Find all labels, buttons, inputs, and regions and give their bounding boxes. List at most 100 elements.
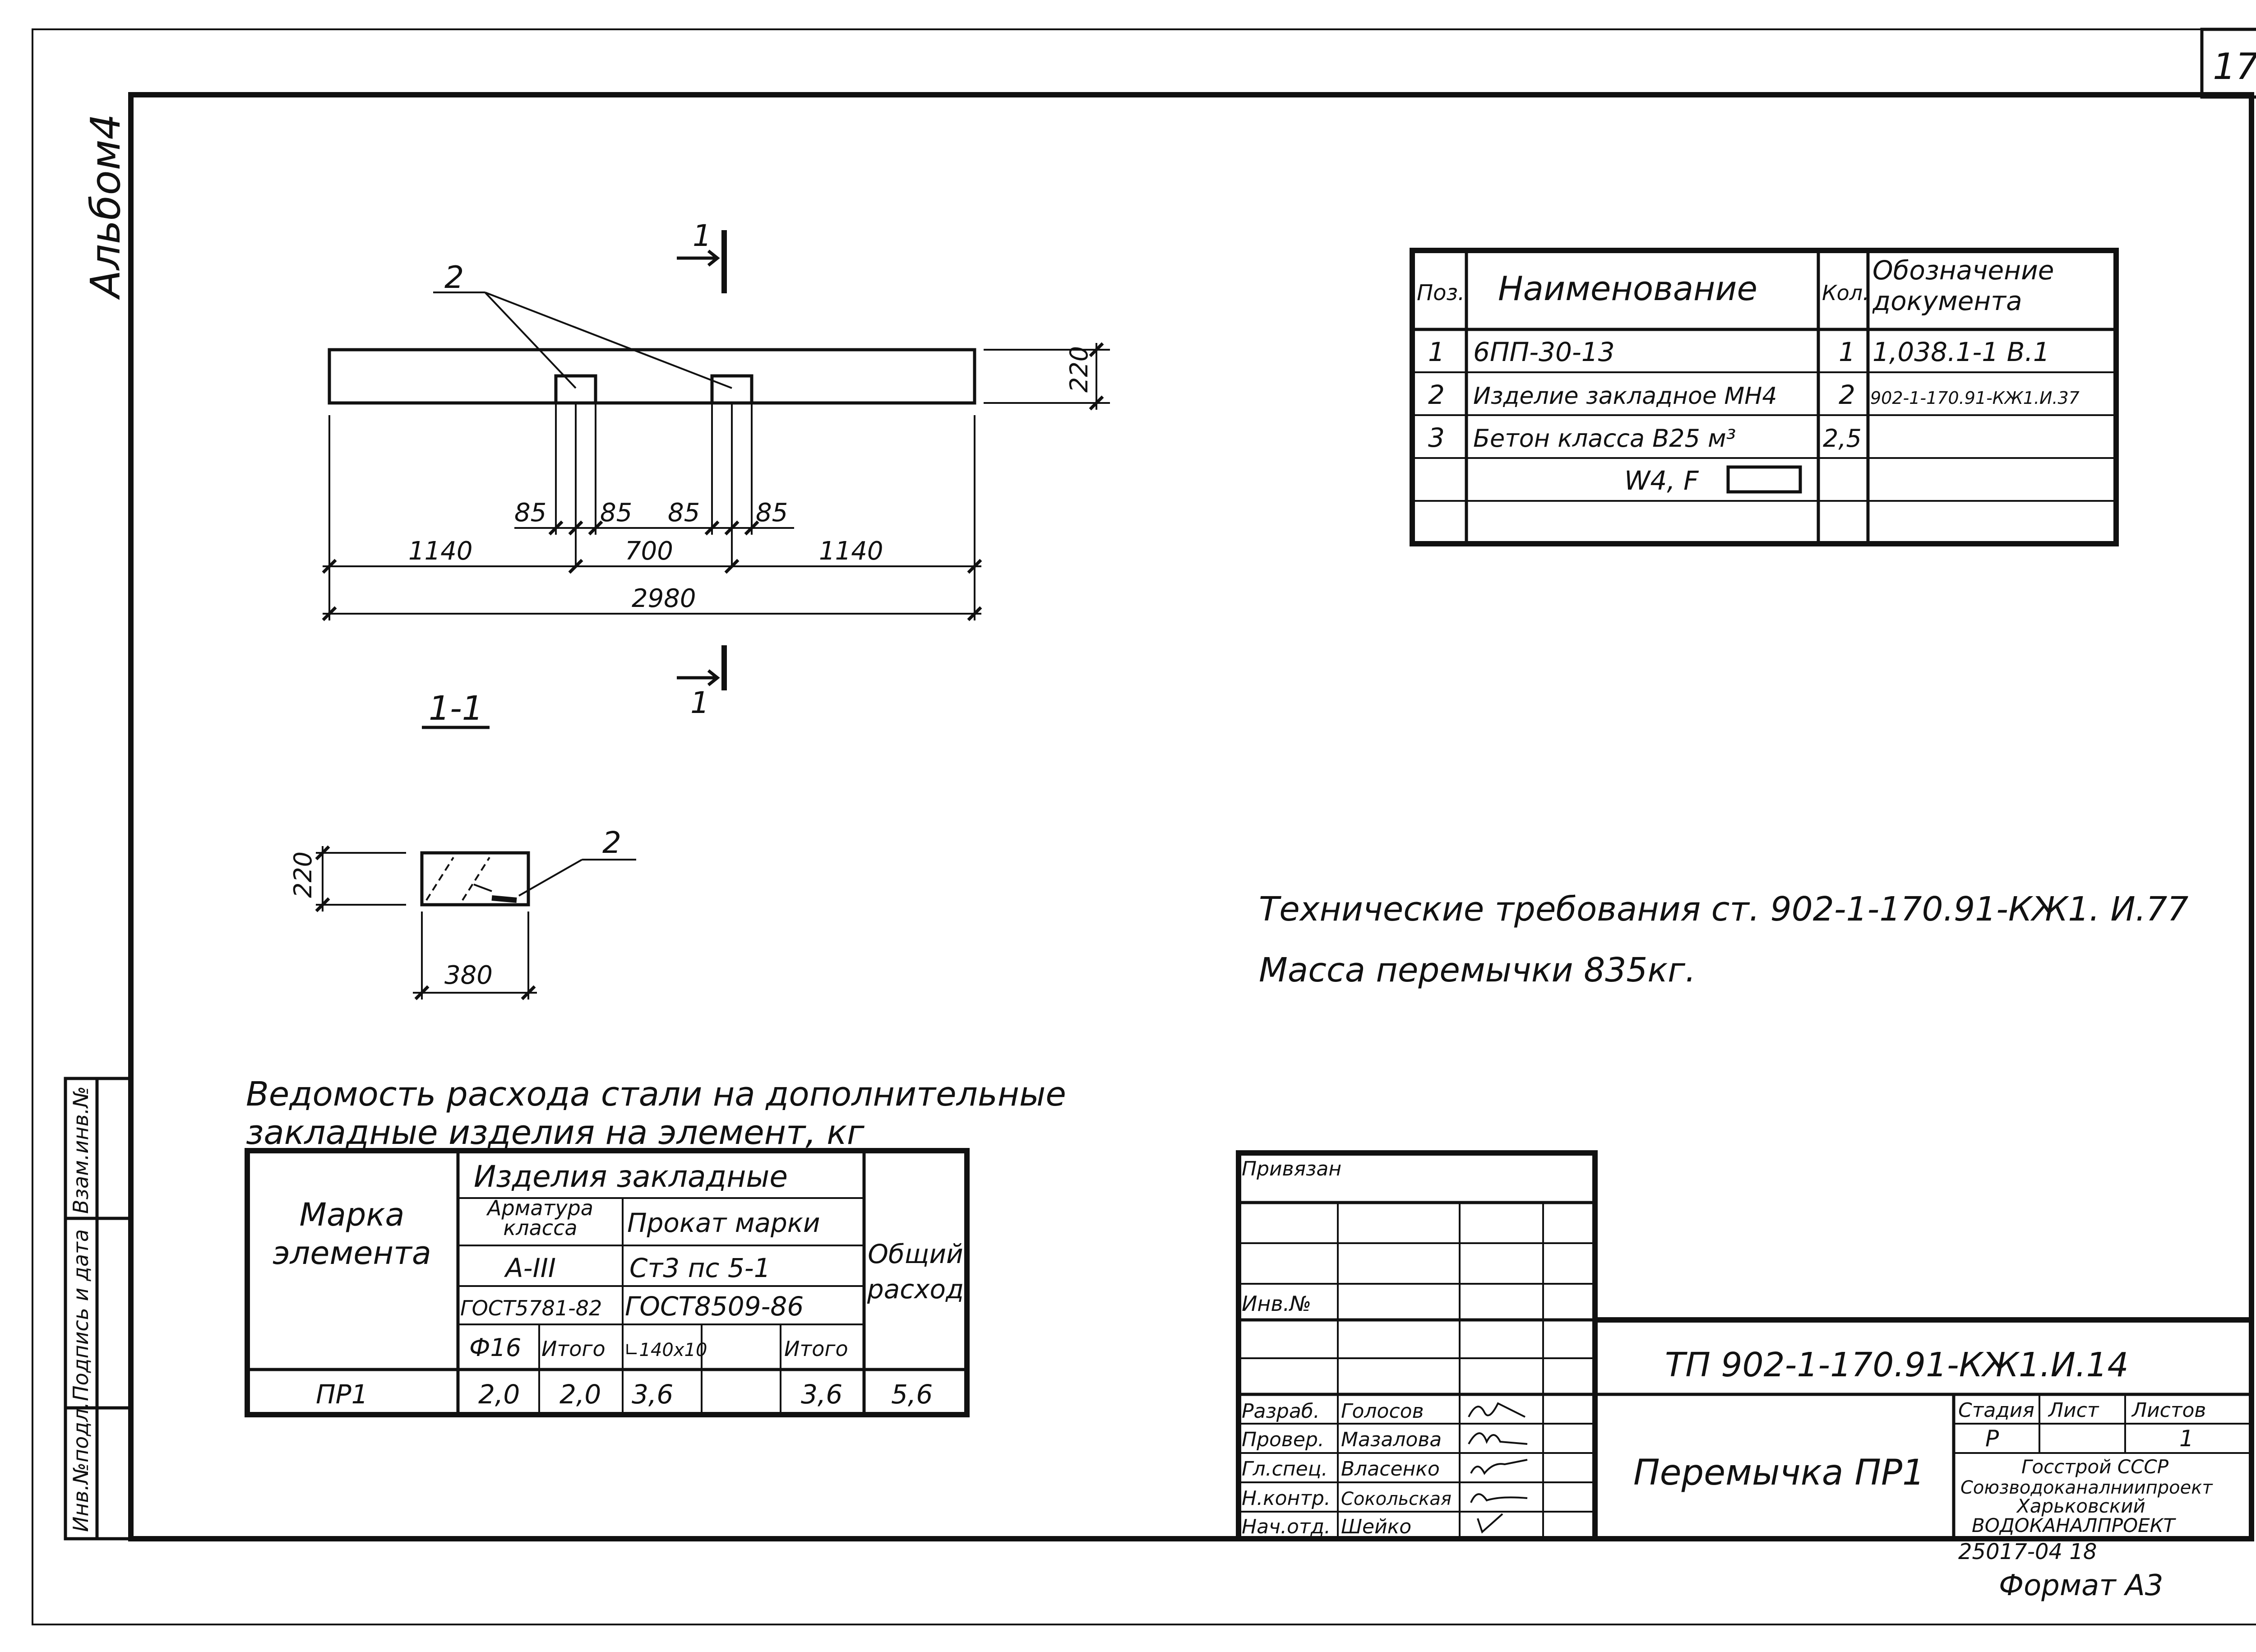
steel-header-sum1: Итого xyxy=(541,1337,606,1361)
signature-mark xyxy=(1468,1402,1526,1418)
stamp-role-1: Разраб. xyxy=(1242,1400,1320,1423)
stamp-sheets-value: 1 xyxy=(2179,1425,2194,1452)
stamp-sheets-label: Листов xyxy=(2131,1399,2206,1422)
dim-1140-right: 1140 xyxy=(819,537,883,566)
specification-table: Поз. Наименование Кол. Обозначение докум… xyxy=(1410,248,2119,546)
steel-header-rebar: Арматура класса xyxy=(487,1198,593,1240)
steel-header-total: Общий расход xyxy=(867,1239,964,1305)
steel-header-rebar-class: А-III xyxy=(504,1253,556,1283)
steel-header-rebar-gost: ГОСТ5781-82 xyxy=(460,1296,602,1320)
elevation-callout: 2 xyxy=(444,260,464,296)
steel-title-line1: Ведомость расхода стали на дополнительны… xyxy=(246,1075,1066,1114)
elevation-height-dim: 220 xyxy=(1065,346,1093,393)
stamp-org-1: Госстрой СССР xyxy=(2021,1456,2169,1478)
title-block: Привязан Инв.№ Разраб. Голосов Провер. М… xyxy=(1236,1150,2254,1541)
steel-header-rolled-gost: ГОСТ8509-86 xyxy=(625,1291,804,1322)
side-stamp-inv-orig: Инв.№подл. xyxy=(69,1402,93,1532)
page-number-box xyxy=(2200,28,2256,99)
drawing-frame xyxy=(128,92,2254,1541)
steel-header-items: Изделия закладные xyxy=(474,1159,788,1194)
steel-header-d16: Ф16 xyxy=(469,1333,521,1362)
stamp-name-2: Мазалова xyxy=(1341,1428,1442,1451)
spec-row-3-name: Бетон класса В25 м³ xyxy=(1473,424,1736,453)
stamp-role-3: Гл.спец. xyxy=(1242,1458,1328,1481)
stamp-title: Перемычка ПР1 xyxy=(1633,1453,1925,1493)
stamp-name-5: Шейко xyxy=(1341,1515,1411,1538)
stamp-org-3: Харьковский xyxy=(2016,1495,2145,1517)
stamp-inv-no-label: Инв.№ xyxy=(1242,1291,1311,1316)
spec-header-qty: Кол. xyxy=(1822,281,1869,305)
section-mark-bottom: 1 xyxy=(690,685,709,720)
notes-technical-requirements: Технические требования ст. 902-1-170.91-… xyxy=(1259,890,2188,929)
dim-2980: 2980 xyxy=(632,584,696,613)
format-label: Формат А3 xyxy=(1999,1569,2164,1602)
spec-row-2-name: Изделие закладное МН4 xyxy=(1473,383,1777,410)
page-number: 17 xyxy=(2213,46,2256,88)
dim-85-d: 85 xyxy=(756,498,788,528)
stamp-name-4: Сокольская xyxy=(1341,1489,1452,1509)
steel-row-d16: 2,0 xyxy=(478,1379,520,1410)
stamp-role-4: Н.контр. xyxy=(1242,1487,1331,1510)
stamp-stage-value: Р xyxy=(1985,1425,1999,1452)
code-number: 25017-04 18 xyxy=(1958,1539,2097,1564)
steel-title-line2: закладные изделия на элемент, кг xyxy=(246,1113,865,1152)
side-stamp-replaced-inv: Взам.инв.№ xyxy=(69,1086,93,1214)
stamp-stage-label: Стадия xyxy=(1958,1399,2034,1422)
steel-consumption-table: Ведомость расхода стали на дополнительны… xyxy=(245,1075,1066,1417)
steel-row-mark: ПР1 xyxy=(316,1379,368,1410)
dim-1140-left: 1140 xyxy=(408,537,473,566)
notes-lintel-mass: Масса перемычки 835кг. xyxy=(1259,951,1696,990)
signature-mark xyxy=(1468,1432,1528,1445)
stamp-name-3: Власенко xyxy=(1341,1458,1440,1481)
elevation-view: 2 1 1 220 85 85 85 85 xyxy=(322,218,1110,720)
spec-row-3-pos: 3 xyxy=(1428,422,1445,453)
stamp-name-1: Голосов xyxy=(1341,1400,1424,1423)
spec-row-3-qty: 2,5 xyxy=(1823,424,1862,453)
stamp-role-2: Провер. xyxy=(1242,1428,1324,1451)
stamp-role-5: Нач.отд. xyxy=(1242,1515,1331,1538)
spec-row-2-pos: 2 xyxy=(1428,379,1445,410)
side-stamp-signature-date: Подпись и дата xyxy=(69,1229,93,1401)
steel-header-sum2: Итого xyxy=(784,1337,848,1361)
stamp-designation: ТП 902-1-170.91-КЖ1.И.14 xyxy=(1665,1346,2129,1384)
signature-mark xyxy=(1470,1459,1528,1475)
spec-row-1-qty: 1 xyxy=(1839,337,1855,367)
steel-row-total: 5,6 xyxy=(891,1379,933,1410)
steel-row-sum2: 3,6 xyxy=(801,1379,842,1410)
section-mark-top: 1 xyxy=(693,218,712,253)
signature-mark xyxy=(1477,1513,1503,1534)
dim-85-a: 85 xyxy=(514,498,546,528)
section-title: 1-1 xyxy=(429,689,483,728)
spec-row-2-doc: 902-1-170.91-КЖ1.И.37 xyxy=(1870,388,2080,408)
spec-header-doc: Обозначение документа xyxy=(1872,255,2054,316)
embedded-plate-left xyxy=(554,374,597,405)
steel-row-angle: 3,6 xyxy=(632,1379,673,1410)
dim-85-b: 85 xyxy=(600,498,632,528)
spec-row-1-pos: 1 xyxy=(1428,337,1445,367)
spec-row-2-qty: 2 xyxy=(1839,379,1855,410)
outer-trim-border xyxy=(32,28,2256,1625)
spec-header-name: Наименование xyxy=(1498,269,1757,308)
album-label: Альбом4 xyxy=(82,114,129,300)
spec-row-1-doc: 1,038.1-1 В.1 xyxy=(1872,337,2050,367)
stamp-bound-label: Привязан xyxy=(1242,1157,1341,1180)
section-height-dim: 220 xyxy=(289,851,317,898)
steel-header-mark: Марка элемента xyxy=(273,1196,431,1272)
stamp-org-2: Союзводоканалниипроект xyxy=(1960,1477,2213,1498)
steel-row-sum1: 2,0 xyxy=(559,1379,601,1410)
stamp-org-4: ВОДОКАНАЛПРОЕКТ xyxy=(1972,1514,2177,1536)
spec-row-1-name: 6ПП-30-13 xyxy=(1473,337,1615,367)
steel-header-angle: ∟140х10 xyxy=(624,1340,707,1360)
section-callout: 2 xyxy=(602,825,621,860)
embedded-plate-right xyxy=(710,374,754,405)
dim-700: 700 xyxy=(625,537,673,566)
section-width-dim: 380 xyxy=(444,961,493,990)
steel-header-rolled: Прокат марки xyxy=(627,1208,820,1238)
steel-header-rolled-mark: Ст3 пс 5-1 xyxy=(629,1253,771,1283)
signature-mark xyxy=(1470,1493,1528,1503)
frost-grade-blank-box xyxy=(1726,465,1802,494)
section-view: 1-1 2 220 380 xyxy=(289,689,636,1000)
stamp-sheet-label: Лист xyxy=(2048,1399,2099,1422)
dim-85-c: 85 xyxy=(668,498,700,528)
